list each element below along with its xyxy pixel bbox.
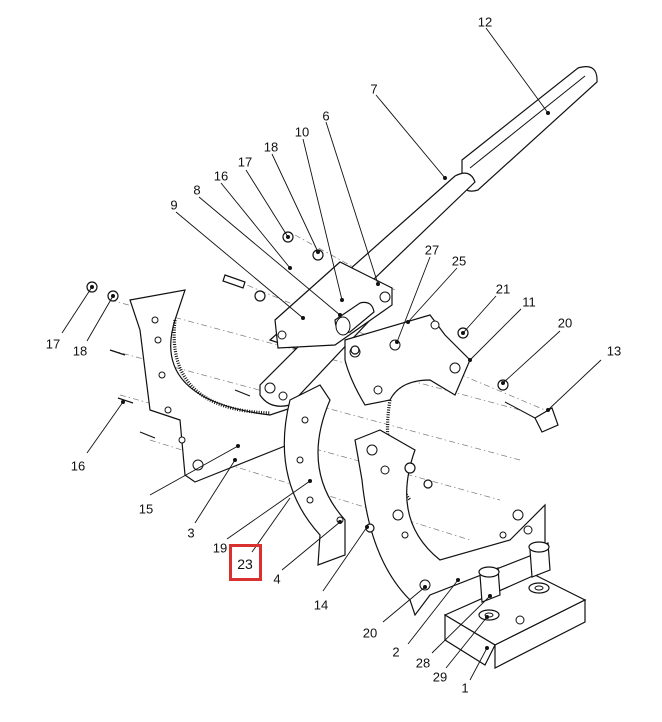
callout-28: 28 (415, 655, 431, 671)
callout-15: 15 (138, 501, 154, 517)
callout-23-highlighted: 23 (237, 556, 253, 572)
callout-27: 27 (424, 242, 440, 258)
part-28-bolts (478, 541, 551, 603)
callout-13: 13 (606, 343, 622, 359)
callout-16-left: 16 (70, 458, 86, 474)
callout-17-left: 17 (45, 336, 61, 352)
callout-2: 2 (392, 644, 400, 660)
callout-19: 19 (212, 540, 228, 556)
callout-14: 14 (313, 597, 329, 613)
leader-lines (61, 27, 602, 681)
callout-29: 29 (432, 669, 448, 685)
callout-18-left: 18 (72, 343, 88, 359)
callout-11: 11 (522, 294, 536, 310)
callout-18-top: 18 (263, 139, 279, 155)
callout-20-right: 20 (557, 315, 573, 331)
part-19-disc-plate (283, 384, 346, 566)
callout-20-bottom: 20 (362, 625, 378, 641)
callout-10: 10 (294, 124, 310, 140)
callout-16-top: 16 (213, 168, 229, 184)
part-29-washers (478, 582, 550, 621)
part-12-handle-grip (461, 66, 598, 192)
callout-1: 1 (461, 680, 469, 696)
part-13-knob (504, 401, 559, 433)
callout-17-top: 17 (237, 154, 253, 170)
part-2-front-plate (354, 429, 546, 617)
callout-6: 6 (322, 108, 330, 124)
highlight-box-23 (229, 544, 262, 581)
callout-8: 8 (193, 182, 201, 198)
callout-9: 9 (170, 197, 178, 213)
part-1-base-bracket (443, 574, 587, 669)
callout-21: 21 (495, 281, 511, 297)
callout-7: 7 (370, 81, 378, 97)
callout-4: 4 (273, 571, 281, 587)
part-10-roller (334, 301, 375, 336)
callout-12: 12 (477, 14, 493, 30)
part-6-bracket (274, 261, 393, 349)
callout-25: 25 (451, 253, 467, 269)
callout-3: 3 (187, 525, 195, 541)
